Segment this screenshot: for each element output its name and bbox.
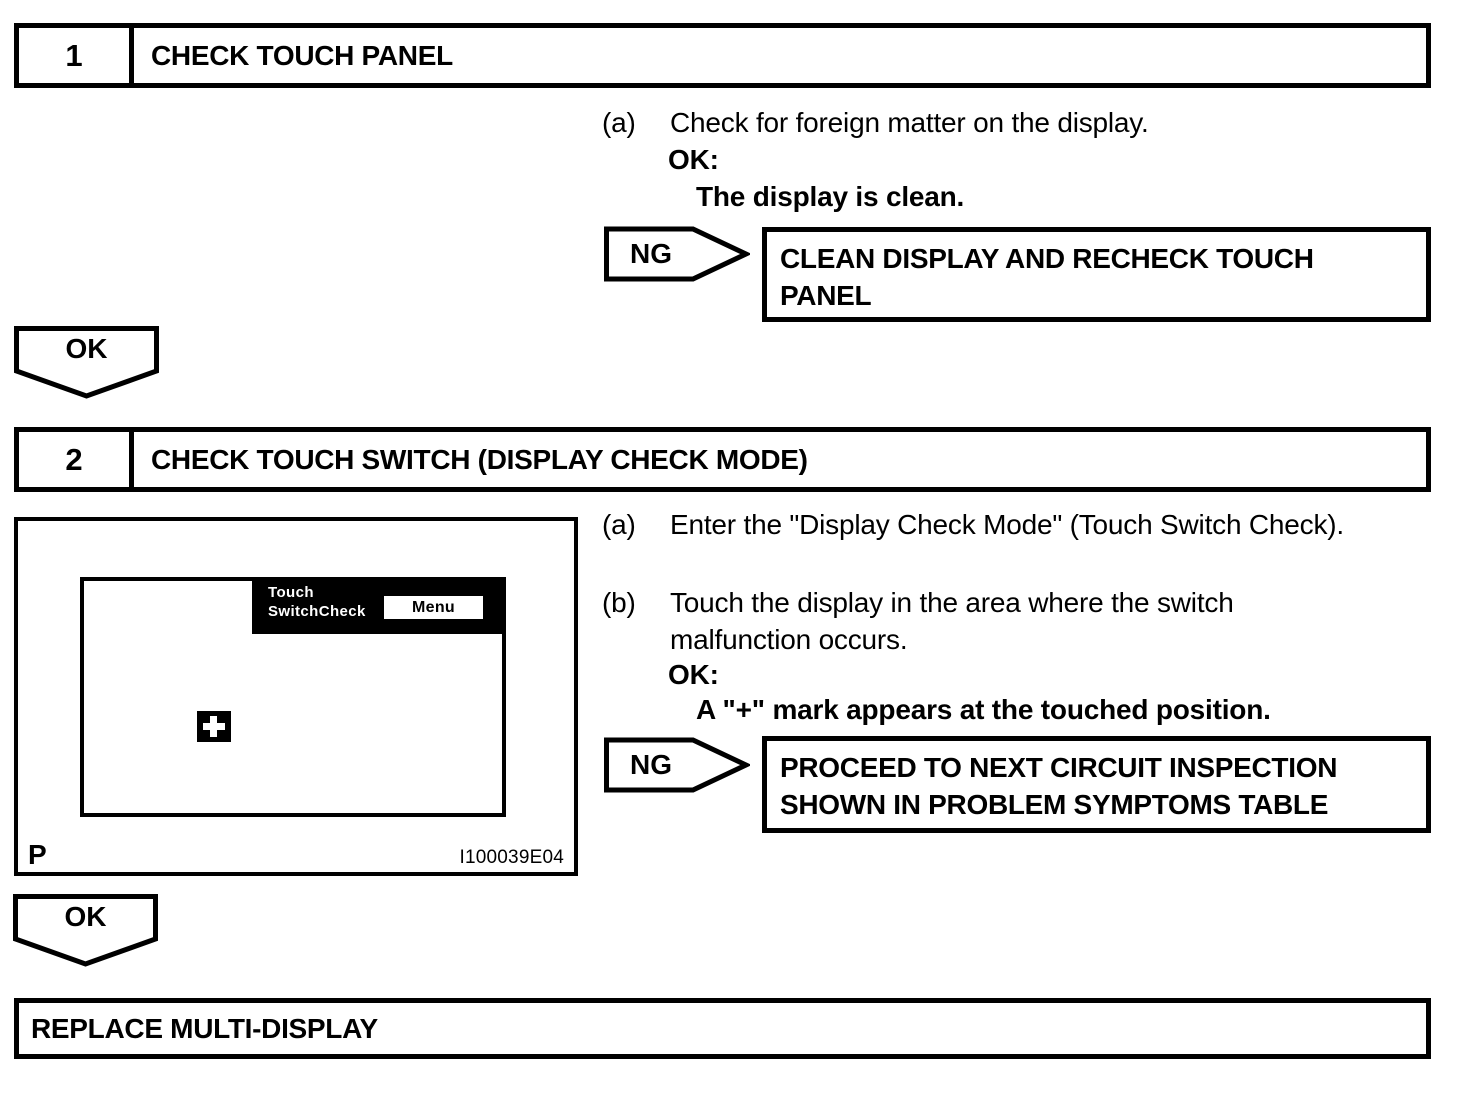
step-1-ng-action-line-2: PANEL	[780, 280, 872, 311]
step-2-ng-label: NG	[630, 749, 672, 780]
step-2-ok-connector-label: OK	[64, 901, 107, 932]
plus-mark-icon	[197, 711, 231, 742]
step-2-item-b-label: (b)	[602, 587, 636, 618]
step-1-ng-connector: NG	[604, 226, 750, 282]
step-2-ok-heading: OK:	[668, 659, 719, 690]
step-2-header: 2 CHECK TOUCH SWITCH (DISPLAY CHECK MODE…	[14, 427, 1431, 492]
step-2-item-a-text: Enter the "Display Check Mode" (Touch Sw…	[670, 509, 1344, 540]
final-action-label: REPLACE MULTI-DISPLAY	[31, 1012, 378, 1044]
ng-pentagon-icon	[604, 226, 750, 282]
figure-position-label: P	[28, 839, 47, 870]
step-2-ng-connector: NG	[604, 737, 750, 793]
step-1-ng-label: NG	[630, 238, 672, 269]
step-2-title: CHECK TOUCH SWITCH (DISPLAY CHECK MODE)	[151, 443, 808, 475]
step-2-ok-criteria: A "+" mark appears at the touched positi…	[696, 694, 1271, 725]
ok-arrow-down-icon	[13, 894, 158, 967]
step-2-item-b-text: Touch the display in the area where the …	[670, 584, 1234, 658]
step-1-ok-criteria: The display is clean.	[696, 181, 965, 212]
step-2-item-a: (a) Enter the "Display Check Mode" (Touc…	[602, 506, 1344, 543]
figure-mode-label-line-2: SwitchCheck	[268, 603, 366, 620]
figure-code: I100039E04	[459, 847, 564, 868]
step-2-item-b: (b) Touch the display in the area where …	[602, 584, 1234, 658]
step-2-ok-connector: OK	[13, 894, 158, 967]
step-1-ng-action-box: CLEAN DISPLAY AND RECHECK TOUCH PANEL	[762, 227, 1431, 322]
step-1-ok-heading: OK:	[668, 144, 719, 175]
ng-pentagon-icon	[604, 737, 750, 793]
figure-frame: Touch SwitchCheck Menu P I100039E04	[14, 517, 578, 876]
step-1-header: 1 CHECK TOUCH PANEL	[14, 23, 1431, 88]
figure-mode-label: Touch SwitchCheck	[268, 583, 366, 621]
step-2-item-b-line-2: malfunction occurs.	[670, 624, 908, 655]
step-2-item-b-line-1: Touch the display in the area where the …	[670, 587, 1234, 618]
step-2-ng-action-line-1: PROCEED TO NEXT CIRCUIT INSPECTION	[780, 752, 1338, 783]
figure-screen-topbar: Touch SwitchCheck Menu	[252, 577, 506, 634]
final-action-box: REPLACE MULTI-DISPLAY	[14, 998, 1431, 1059]
figure-mode-label-line-1: Touch	[268, 584, 314, 601]
step-1-item-a-label: (a)	[602, 107, 636, 138]
step-1-item-a: (a) Check for foreign matter on the disp…	[602, 104, 1149, 141]
step-2-ng-action-box: PROCEED TO NEXT CIRCUIT INSPECTION SHOWN…	[762, 736, 1431, 833]
ok-arrow-down-icon	[14, 326, 159, 399]
step-1-number: 1	[19, 28, 134, 83]
step-1-title: CHECK TOUCH PANEL	[151, 39, 453, 71]
plus-vertical-bar	[210, 716, 217, 737]
step-1-ok-connector-label: OK	[65, 333, 108, 364]
step-1-item-a-text: Check for foreign matter on the display.	[670, 107, 1149, 138]
step-2-item-a-label: (a)	[602, 509, 636, 540]
step-1-ng-action-line-1: CLEAN DISPLAY AND RECHECK TOUCH	[780, 243, 1314, 274]
step-2-ng-action-line-2: SHOWN IN PROBLEM SYMPTOMS TABLE	[780, 789, 1329, 820]
step-2-number: 2	[19, 432, 134, 487]
figure-menu-button: Menu	[384, 596, 483, 619]
step-1-ok-connector: OK	[14, 326, 159, 399]
